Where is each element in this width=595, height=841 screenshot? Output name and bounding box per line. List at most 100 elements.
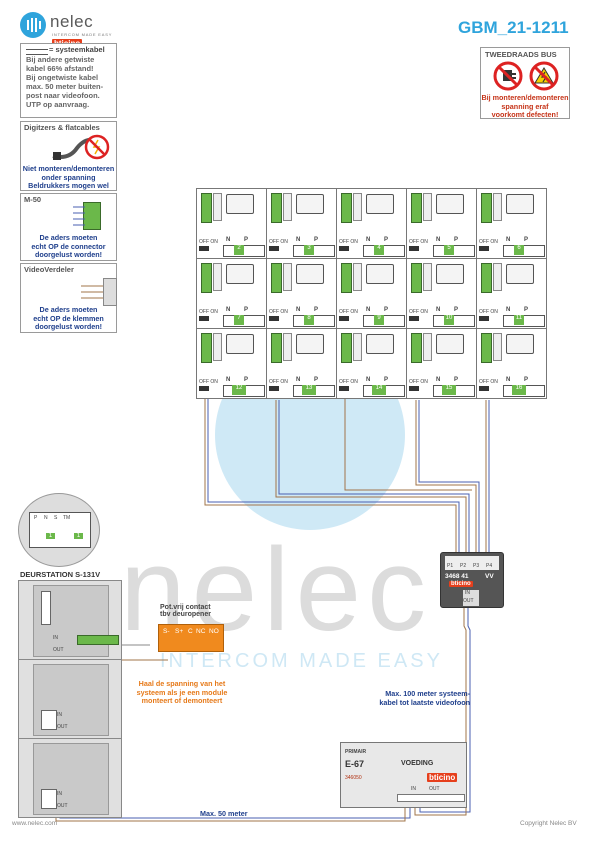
monitor-unit: OFF ON N P 5 — [406, 188, 477, 259]
monitor-unit: OFF ON N P 7 — [196, 258, 267, 329]
module-warning: Haal de spanning van het systeem als je … — [122, 679, 242, 706]
n-label: N — [226, 307, 231, 313]
address-box — [293, 245, 335, 257]
address-box — [223, 245, 265, 257]
dip-switch — [269, 316, 279, 321]
doorstation-module: IN OUT — [18, 659, 122, 739]
monitor-chip — [423, 333, 432, 361]
monitor-address: 2 — [234, 245, 244, 255]
monitor-unit: OFF ON N P 3 — [266, 188, 337, 259]
doorstation-module: IN OUT — [18, 738, 122, 818]
videoverdeler-line: echt OP de klemmen — [33, 313, 104, 323]
power-bticino-logo: bticino — [427, 773, 458, 782]
monitor-screen-icon — [436, 264, 464, 284]
dip-switch — [479, 386, 489, 391]
monitor-unit: OFF ON N P 9 — [336, 258, 407, 329]
max50-note: Max. 50 meter — [200, 809, 248, 818]
tweedraads-line: voorkomt defecten! — [491, 110, 559, 119]
module-terminal-block — [41, 710, 57, 730]
address-box — [363, 245, 405, 257]
monitor-connector — [271, 333, 282, 363]
contact-title-line: Pot.vrij contact — [160, 604, 211, 611]
dip-switch — [339, 386, 349, 391]
monitor-connector — [411, 333, 422, 363]
dip-switch — [339, 246, 349, 251]
m50-title: M-50 — [24, 195, 42, 204]
videoverdeler-line: doorgelust worden! — [34, 322, 103, 331]
power-terminals — [397, 794, 465, 802]
monitor-connector — [341, 333, 352, 363]
monitor-chip — [493, 333, 502, 361]
monitor-connector — [341, 263, 352, 293]
videoverdeler-lines: De aders moeten echt OP de klemmen doorg… — [21, 305, 116, 332]
dip-switch — [269, 246, 279, 251]
monitor-screen-icon — [296, 334, 324, 354]
dip-switch — [199, 246, 209, 251]
tweedraads-lines: Bij monteren/demonteren spanning eraf vo… — [481, 93, 569, 120]
monitor-address: 15 — [442, 385, 456, 395]
systeemkabel-lines: Bij andere getwiste kabel 66% afstand! B… — [26, 55, 114, 109]
footer-website: www.nelec.com — [12, 820, 58, 827]
digitizers-lines: Niet monteren/demonteren onder spanning … — [21, 164, 116, 191]
terminal-label: S- — [163, 628, 170, 635]
monitor-unit: OFF ON N P 12 — [196, 328, 267, 399]
max100-note: Max. 100 meter systeem- kabel tot laatst… — [360, 689, 470, 707]
note-m50: M-50 De aders moeten echt OP de connecto… — [20, 193, 117, 261]
monitor-screen-icon — [226, 194, 254, 214]
power-out-label: OUT — [429, 786, 440, 792]
off-on-label: OFF ON — [409, 309, 428, 315]
off-on-label: OFF ON — [339, 379, 358, 385]
monitor-address: 13 — [302, 385, 316, 395]
monitor-address: 9 — [374, 315, 384, 325]
monitor-screen-icon — [436, 334, 464, 354]
videoverdeler-block — [103, 278, 117, 306]
n-label: N — [296, 237, 301, 243]
monitor-connector — [481, 333, 492, 363]
monitor-chip — [213, 263, 222, 291]
module-in-label: IN — [57, 712, 62, 718]
module-terminal-block — [41, 789, 57, 809]
warning-line: Haal de spanning van het — [138, 679, 226, 688]
footer-copyright: Copyright Nelec BV — [520, 820, 577, 827]
address-box — [433, 245, 475, 257]
note-tweedraads-bus: TWEEDRAADS BUS Bij monteren/demonteren s… — [480, 47, 570, 119]
port-label: P4 — [486, 563, 493, 569]
monitor-connector — [271, 263, 282, 293]
logo-bars-icon — [27, 18, 41, 32]
m50-line: De aders moeten — [39, 233, 98, 242]
off-on-label: OFF ON — [269, 239, 288, 245]
monitor-screen-icon — [226, 334, 254, 354]
address-box — [363, 315, 405, 327]
distributor-ports: P1 P2 P3 P4 — [445, 556, 499, 570]
monitor-address: 8 — [304, 315, 314, 325]
dip-switch — [199, 316, 209, 321]
cable-legend-icon — [26, 49, 48, 55]
monitor-screen-icon — [506, 334, 534, 354]
monitor-chip — [353, 193, 362, 221]
digitizers-line: Beldrukkers mogen wel — [28, 181, 109, 190]
distributor-bticino-logo: bticino — [449, 581, 473, 587]
p-label: P — [244, 237, 249, 243]
dip-switch — [269, 386, 279, 391]
distributor-in-label: IN — [465, 590, 470, 596]
monitor-screen-icon — [366, 194, 394, 214]
off-on-label: OFF ON — [409, 239, 428, 245]
dip-switch — [409, 386, 419, 391]
power-model: E-67 — [345, 759, 365, 769]
dip-label-p: P — [34, 515, 38, 521]
address-box — [293, 315, 335, 327]
monitor-chip — [213, 333, 222, 361]
monitor-screen-icon — [506, 194, 534, 214]
monitor-screen-icon — [296, 194, 324, 214]
monitor-chip — [283, 193, 292, 221]
power-code: 346050 — [345, 775, 362, 781]
port-label: P2 — [460, 563, 467, 569]
monitor-address: 12 — [232, 385, 246, 395]
dip-value: 1 — [74, 533, 83, 539]
p-label: P — [384, 307, 389, 313]
m50-connector — [83, 202, 101, 230]
monitor-unit: OFF ON N P 13 — [266, 328, 337, 399]
monitor-connector — [481, 193, 492, 223]
systeemkabel-line: max. 50 meter buiten- — [26, 82, 104, 91]
distributor-io: IN OUT — [463, 590, 479, 606]
